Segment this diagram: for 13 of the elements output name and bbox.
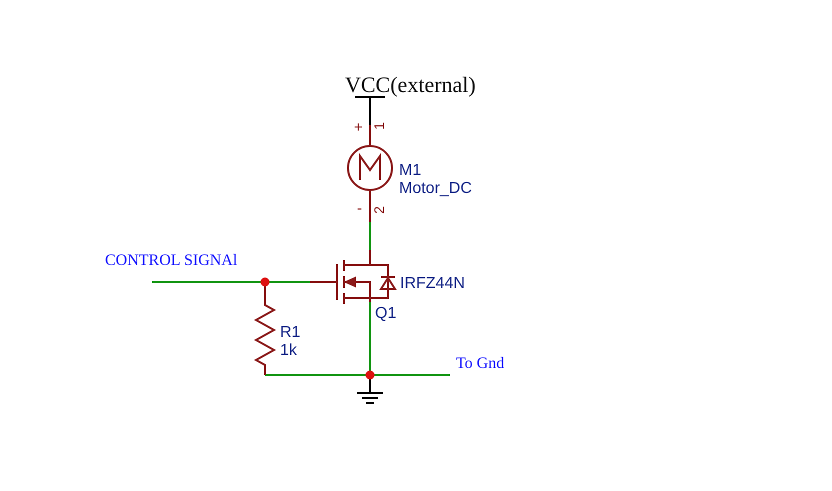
component-value: 1k <box>280 343 297 359</box>
pin-polarity: - <box>357 201 362 216</box>
net-label: To Gnd <box>456 356 504 372</box>
pin-number: 1 <box>372 122 386 130</box>
pin-polarity: + <box>354 120 363 135</box>
pin-number: 2 <box>372 206 386 214</box>
component-reference: M1 <box>399 163 422 179</box>
net-label: CONTROL SIGNAl <box>105 253 238 269</box>
component-value: IRFZ44N <box>400 276 465 292</box>
component-reference: Q1 <box>375 306 396 322</box>
power-label: VCC(external) <box>345 74 476 96</box>
component-value: Motor_DC <box>399 181 472 197</box>
component-reference: R1 <box>280 325 300 341</box>
